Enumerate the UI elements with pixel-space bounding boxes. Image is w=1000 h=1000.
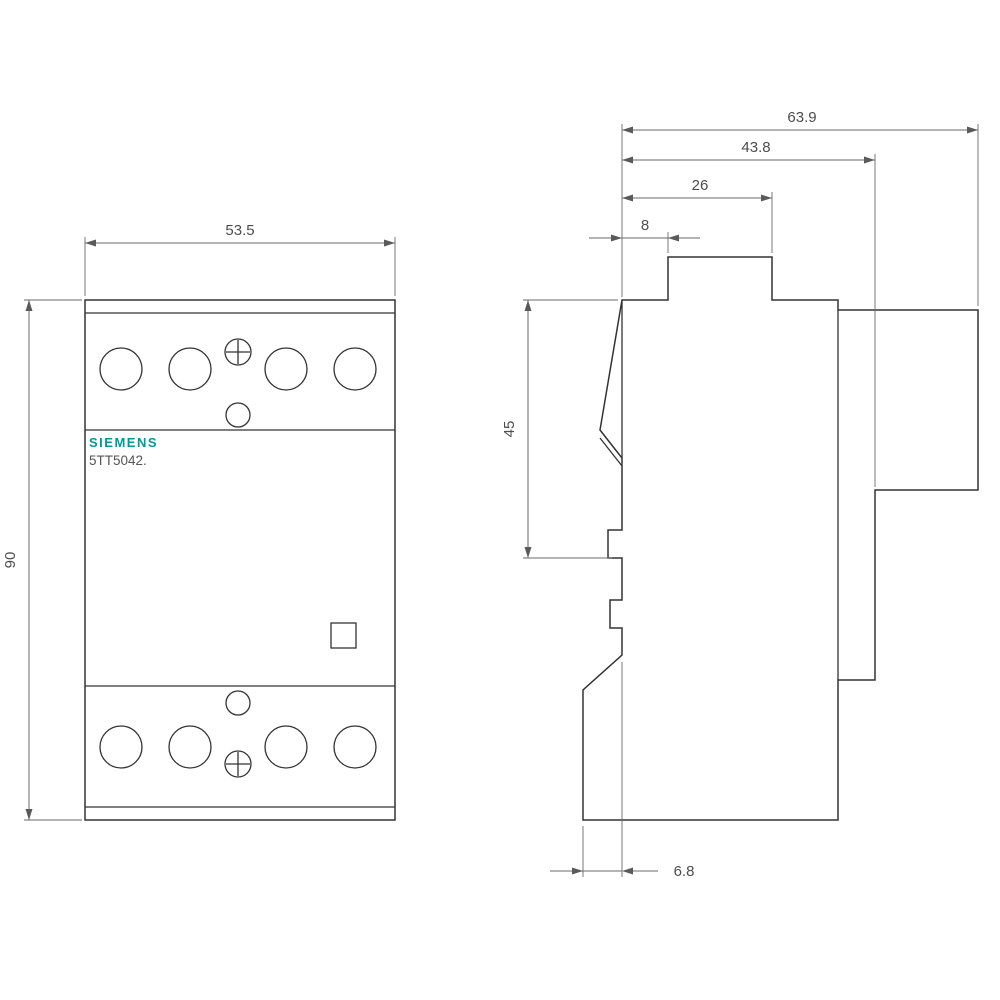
dim-label-side-height-45: 45	[501, 421, 518, 438]
dim-front-width: 53.5	[84, 222, 396, 296]
dim-label-bottom-offset: 6.8	[674, 863, 695, 880]
terminal-circle	[264, 725, 308, 769]
small-hole	[225, 690, 251, 716]
dim-label-depth-overall: 63.9	[787, 109, 816, 126]
screw-icon	[224, 750, 252, 778]
dim-top-offset-8: 8	[589, 217, 700, 253]
small-hole	[225, 402, 251, 428]
terminal-circle	[168, 347, 212, 391]
side-front-fold-line	[599, 437, 623, 467]
dim-label-front-height: 90	[2, 552, 19, 569]
front-bottom-terminals	[99, 690, 377, 778]
dim-depth-overall: 63.9	[621, 109, 979, 306]
dim-label-depth-to-rail: 43.8	[741, 139, 770, 156]
front-top-terminals	[99, 338, 377, 428]
indicator-square	[330, 622, 357, 649]
terminal-circle	[99, 347, 143, 391]
dim-label-top-offset-26: 26	[692, 177, 709, 194]
dim-front-height: 90	[2, 299, 82, 821]
side-view	[582, 256, 979, 821]
model-number: 5TT5042.	[89, 453, 147, 468]
terminal-circle	[333, 725, 377, 769]
dim-bottom-offset: 6.8	[550, 662, 694, 880]
terminal-circle	[333, 347, 377, 391]
terminal-circle	[264, 347, 308, 391]
terminal-circle	[99, 725, 143, 769]
dim-top-offset-26: 26	[622, 177, 773, 253]
dim-side-height-45: 45	[501, 299, 618, 559]
dim-label-front-width: 53.5	[225, 222, 254, 239]
front-view: SIEMENS 5TT5042.	[84, 299, 396, 821]
dim-depth-to-rail: 43.8	[622, 139, 876, 487]
terminal-circle	[168, 725, 212, 769]
siemens-logo: SIEMENS	[89, 435, 158, 450]
screw-icon	[224, 338, 252, 366]
side-view-outline	[582, 256, 979, 821]
dim-label-top-offset-8: 8	[641, 217, 649, 234]
